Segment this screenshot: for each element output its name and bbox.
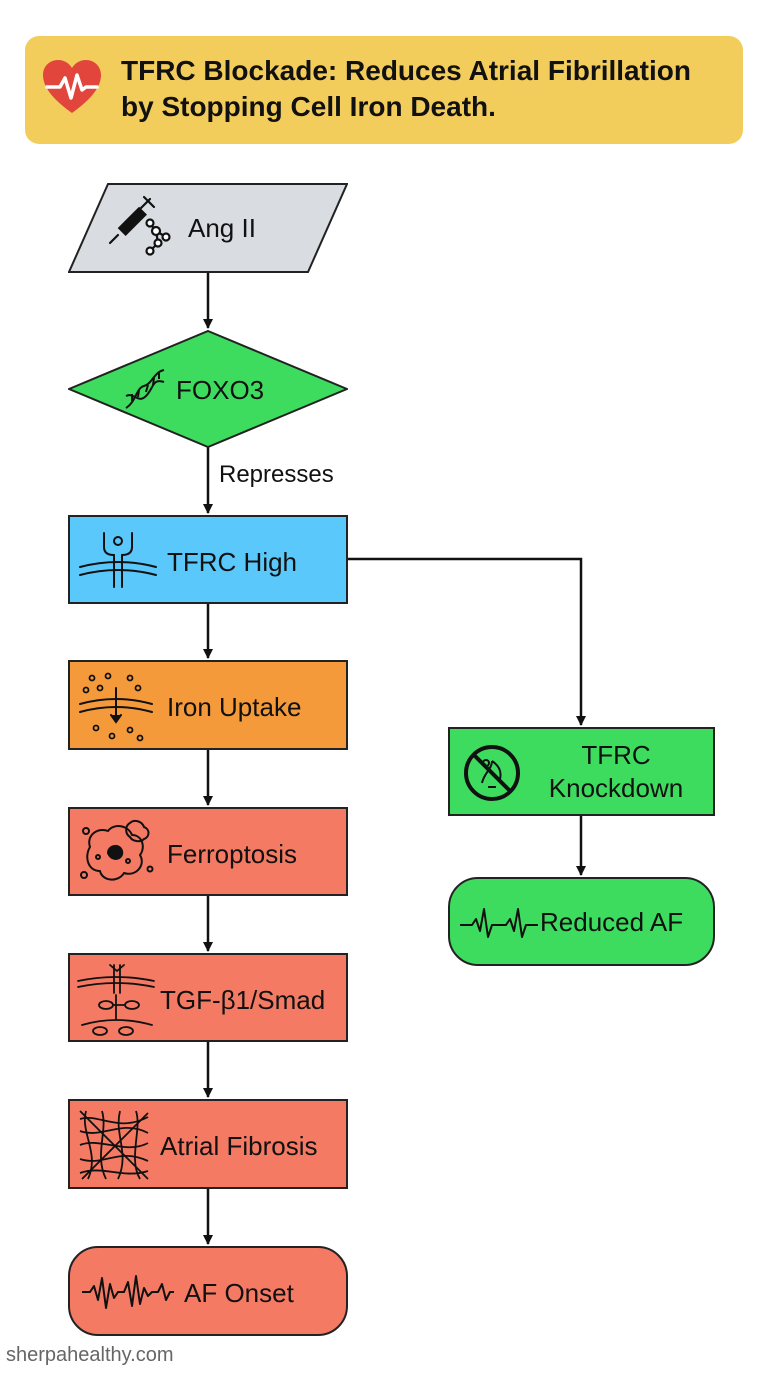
prohibit-icon [464,745,520,801]
arrow-tfrc-knockdown [348,557,586,726]
node-tgf-smad: TGF-β1/Smad [68,953,348,1042]
heart-pulse-icon [43,60,101,113]
node-label-line2: Knockdown [548,773,684,803]
node-label: Ferroptosis [167,839,298,869]
node-label-line1: TFRC [581,740,651,770]
node-label: TFRC High [167,547,298,577]
node-reduced-af: Reduced AF [448,877,715,966]
watermark: sherpahealthy.com [6,1344,174,1366]
iron-uptake-icon [79,672,153,742]
ecg-icon [82,1275,174,1309]
node-tfrc-high: TFRC High [68,515,348,604]
node-label: Atrial Fibrosis [160,1131,318,1161]
node-ferroptosis: Ferroptosis [68,807,348,896]
node-tfrc-knockdown: TFRC Knockdown [448,727,715,816]
title-banner: TFRC Blockade: Reduces Atrial Fibrillati… [25,36,743,144]
ecg-icon [460,908,538,938]
node-label: Ang II [188,213,256,243]
node-label: AF Onset [184,1278,294,1308]
edge-label-represses: Represses [219,461,334,488]
node-label: Reduced AF [540,907,684,937]
node-iron-uptake: Iron Uptake [68,660,348,750]
receptor-icon [79,532,157,588]
node-ang-ii: Ang II [68,183,348,273]
fibrosis-mesh-icon [79,1110,149,1180]
node-foxo3: FOXO3 [68,330,348,448]
signaling-pathway-icon [77,964,155,1036]
diagram-title: TFRC Blockade: Reduces Atrial Fibrillati… [121,55,691,122]
node-atrial-fibrosis: Atrial Fibrosis [68,1099,348,1189]
node-label: TGF-β1/Smad [160,985,326,1015]
node-label: FOXO3 [176,375,265,405]
ferroptosis-cell-icon [80,819,154,881]
dna-icon [125,369,165,409]
node-af-onset: AF Onset [68,1246,348,1336]
node-label: Iron Uptake [167,692,302,722]
syringe-molecule-icon [108,195,171,256]
